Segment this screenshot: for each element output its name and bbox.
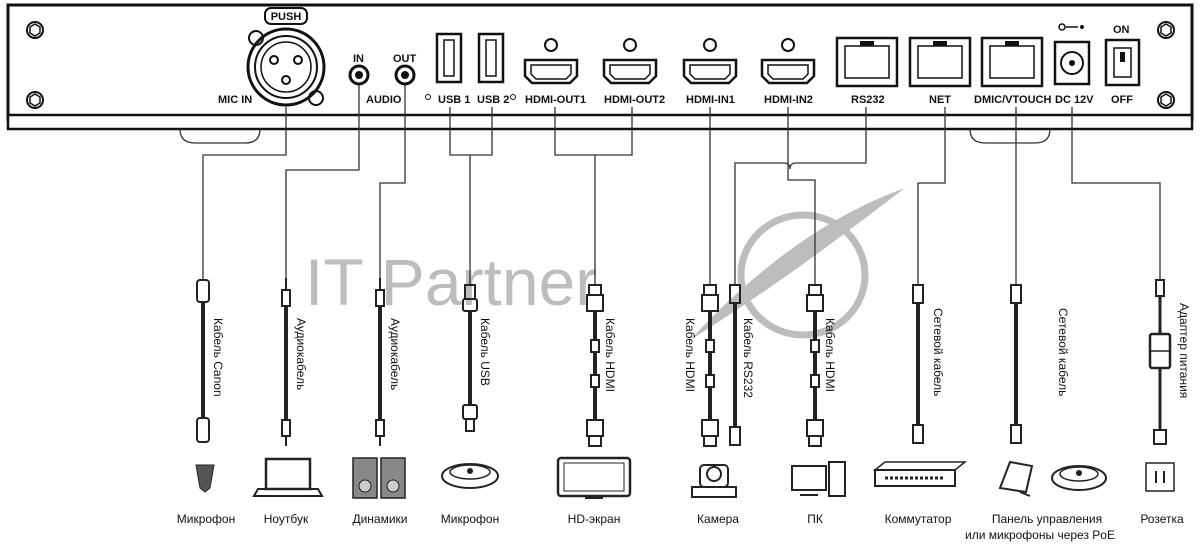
- watermark: IT Partner: [305, 188, 905, 340]
- xlr-cable-icon: [196, 279, 210, 443]
- port-label-usb2: USB 2: [477, 94, 509, 106]
- touch-panel-icon: [998, 460, 1034, 497]
- port-label-mic-in: MIC IN: [218, 94, 252, 106]
- display-icon: [556, 456, 632, 499]
- network-cable-icon: [912, 284, 924, 444]
- rj45-port-icon: [908, 36, 972, 88]
- screw-icon: [1157, 91, 1175, 109]
- audio-cable-icon: [281, 278, 291, 446]
- cable-label: Кабель Canon: [211, 318, 225, 397]
- network-cable-icon: [1010, 284, 1022, 444]
- conference-microphone-icon: [1051, 465, 1107, 491]
- cable-label: Кабель HDMI: [823, 318, 837, 392]
- device-label: Панель управления: [992, 512, 1102, 526]
- pc-icon: [791, 461, 846, 497]
- device-icons: [195, 456, 1175, 499]
- power-switch-icon: [1104, 38, 1141, 87]
- conference-microphone-icon: [441, 463, 499, 489]
- cable-label: Кабель HDMI: [683, 318, 697, 392]
- device-label: HD-экран: [568, 512, 621, 526]
- switch-label-on: ON: [1113, 24, 1130, 36]
- switch-label-off: OFF: [1111, 94, 1133, 106]
- cable-label: Сетевой кабель: [1056, 308, 1070, 396]
- hdmi-cable-icon: [586, 284, 604, 447]
- cable-label: Сетевой кабель: [931, 308, 945, 396]
- device-rear-panel: PUSH MIC IN IN OUT AUDIO USB 1 USB 2 HDM…: [6, 3, 1194, 144]
- audio-jack-icon: [348, 64, 370, 86]
- port-label-audio-out: OUT: [393, 53, 417, 65]
- cable-label: Аудиокабель: [388, 318, 402, 390]
- device-label: Розетка: [1140, 512, 1184, 526]
- port-label-hdmi-in2: HDMI-IN2: [764, 94, 813, 106]
- rs232-cable-icon: [729, 284, 741, 446]
- watermark-ring: [737, 211, 869, 339]
- usb-port-icon: [435, 32, 463, 84]
- hdmi-cable-icon: [806, 284, 824, 447]
- port-label-hdmi-out2: HDMI-OUT2: [604, 94, 665, 106]
- device-label: Микрофон: [441, 512, 499, 526]
- hdmi-port-icon: [682, 38, 738, 85]
- device-label: Ноутбук: [264, 512, 309, 526]
- device-label: Динамики: [352, 512, 407, 526]
- device-label: ПК: [807, 512, 823, 526]
- ptz-camera-icon: [691, 464, 737, 498]
- hdmi-port-icon: [760, 38, 816, 85]
- microphone-icon: [195, 464, 215, 493]
- speakers-icon: [352, 457, 406, 499]
- usb-cable-icon: [462, 284, 478, 432]
- hdmi-port-icon: [523, 38, 579, 85]
- rj45-port-icon: [980, 36, 1044, 88]
- port-label-usb1: USB 1: [438, 94, 470, 106]
- device-label: Коммутатор: [885, 512, 952, 526]
- switch-icon: [872, 461, 968, 487]
- port-label-net: NET: [929, 94, 951, 106]
- port-label-hdmi-out1: HDMI-OUT1: [525, 94, 586, 106]
- screw-icon: [26, 91, 44, 109]
- hdmi-port-icon: [602, 38, 658, 85]
- port-label-dc: DC 12V: [1055, 94, 1094, 106]
- dc-jack-icon: [1053, 40, 1091, 86]
- cable-labels: Кабель Canon Аудиокабель Аудиокабель Каб…: [211, 303, 1191, 398]
- cable-label: Адаптер питания: [1177, 303, 1191, 398]
- connection-lines: [202, 85, 1161, 285]
- hdmi-cable-icon: [701, 284, 719, 447]
- usb-dot-icon: [510, 94, 516, 100]
- laptop-icon: [252, 457, 324, 497]
- panel-foot-left: [179, 128, 261, 144]
- panel-foot-right: [969, 128, 1051, 144]
- device-label: Камера: [697, 512, 739, 526]
- port-label-audio-in: IN: [353, 53, 364, 65]
- audio-cable-icon: [375, 278, 385, 446]
- rj45-port-icon: [835, 36, 899, 88]
- cable-label: Кабель RS232: [741, 318, 755, 398]
- push-label: PUSH: [271, 11, 302, 23]
- device-labels: Микрофон Ноутбук Динамики Микрофон HD-эк…: [177, 512, 1184, 542]
- port-label-hdmi-in1: HDMI-IN1: [686, 94, 735, 106]
- power-adapter-icon: [1148, 279, 1172, 445]
- cable-label: Кабель USB: [478, 318, 492, 386]
- port-label-rs232: RS232: [851, 94, 885, 106]
- audio-jack-icon: [394, 64, 416, 86]
- device-label: или микрофоны через PoE: [965, 528, 1115, 542]
- xlr-connector-icon: PUSH: [246, 7, 326, 107]
- watermark-text: IT Partner: [305, 245, 597, 319]
- port-label-audio: AUDIO: [366, 94, 402, 106]
- port-label-dmic: DMIC/VTOUCH: [974, 94, 1051, 106]
- usb-port-icon: [477, 32, 505, 84]
- power-outlet-icon: [1145, 462, 1175, 492]
- dc-polarity-icon: [1058, 23, 1084, 31]
- cable-label: Кабель HDMI: [603, 318, 617, 392]
- screw-icon: [26, 21, 44, 39]
- cables: [196, 278, 1172, 447]
- watermark-swoosh: [690, 188, 905, 340]
- usb-dot-icon: [425, 94, 431, 100]
- screw-icon: [1157, 21, 1175, 39]
- cable-label: Аудиокабель: [294, 318, 308, 390]
- device-label: Микрофон: [177, 512, 235, 526]
